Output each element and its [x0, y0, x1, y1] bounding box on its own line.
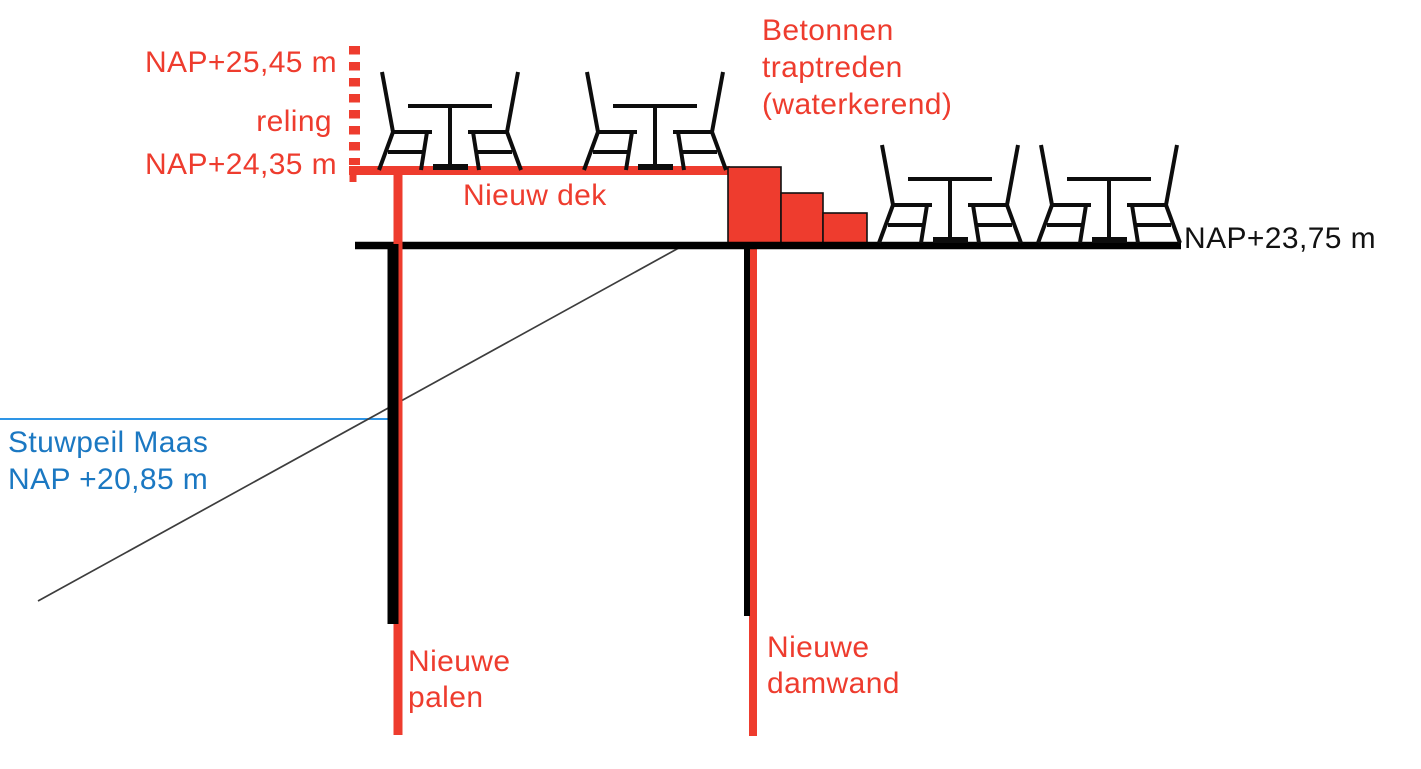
- steps-label: Betonnen traptreden (waterkerend): [762, 12, 952, 123]
- railing-top-level-label: NAP+25,45 m: [144, 46, 337, 79]
- piles-label-line1: Nieuwe: [408, 645, 511, 678]
- sheet-pile-label: Nieuwe damwand: [767, 630, 900, 702]
- railing-label: reling: [256, 105, 332, 138]
- slope-line: [37, 243, 687, 602]
- sheet-pile-label-line1: Nieuwe: [767, 631, 870, 664]
- piles-label: Nieuwe palen: [408, 644, 510, 716]
- stair-step-1: [727, 166, 782, 245]
- deck-level-label: NAP+24,35 m: [144, 148, 337, 181]
- table-and-chairs-3: [879, 145, 1021, 243]
- ground-level-label: NAP+23,75 m: [1184, 222, 1377, 255]
- water-level-label: Stuwpeil Maas NAP +20,85 m: [8, 424, 208, 498]
- water-level-line2: NAP +20,85 m: [8, 463, 209, 496]
- steps-label-line1: Betonnen: [762, 14, 894, 47]
- sheet-pile-label-line2: damwand: [767, 667, 900, 700]
- stair-step-2: [780, 192, 824, 245]
- steps-label-line2: traptreden: [762, 51, 903, 84]
- table-and-chairs-4: [1038, 145, 1180, 243]
- water-level-line1: Stuwpeil Maas: [8, 426, 209, 459]
- steps-label-line3: (waterkerend): [762, 88, 953, 121]
- table-and-chairs-2: [584, 72, 726, 170]
- table-and-chairs-1: [379, 72, 521, 170]
- piles-label-line2: palen: [408, 681, 484, 714]
- deck-label: Nieuw dek: [463, 179, 607, 212]
- stair-step-3: [822, 212, 868, 245]
